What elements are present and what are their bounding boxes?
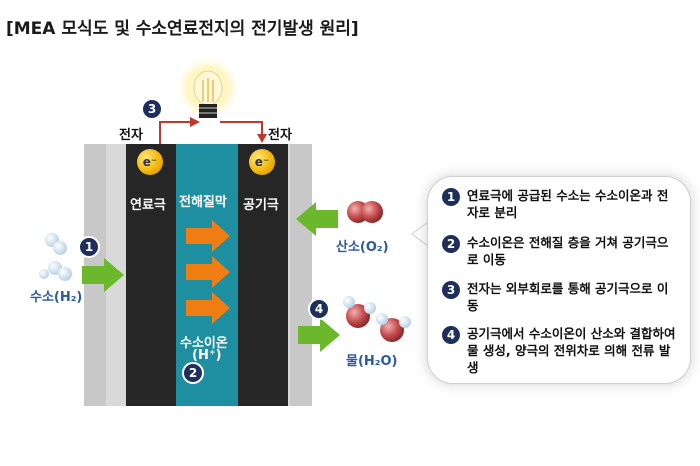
badge-2: 2 [182, 362, 204, 384]
circuit-wire [159, 121, 196, 144]
badge-4: 4 [308, 298, 330, 320]
circuit-arrow-right [257, 134, 267, 143]
step-text: 전자는 외부회로를 통해 공기극으로 이동 [467, 281, 669, 313]
electron-ball-anode: e⁻ [137, 149, 163, 175]
electron-label-right: 전자 [268, 128, 292, 143]
callout-pointer [411, 221, 429, 247]
circuit-wire-right [220, 121, 263, 138]
step-2: 2 수소이온은 전해질 층을 거쳐 공기극으로 이동 [442, 234, 677, 268]
electron-label-left: 전자 [119, 128, 143, 143]
hydrogen-arrow [82, 258, 124, 292]
cathode-electrode [238, 144, 288, 406]
proton-arrows [186, 220, 230, 324]
circuit-arrow-left [190, 117, 200, 127]
proton-formula: (H⁺) [192, 348, 222, 363]
anode-electrode [126, 144, 176, 406]
membrane-label: 전해질막 [179, 195, 227, 210]
explanation-panel: 1 연료극에 공급된 수소는 수소이온과 전자로 분리 2 수소이온은 전해질 … [427, 176, 691, 384]
proton-label: 수소이온 [180, 336, 228, 351]
step-number: 3 [442, 281, 460, 299]
badge-1: 1 [78, 236, 100, 258]
step-text: 공기극에서 수소이온이 산소와 결합하여 물 생성, 양극의 전위차로 의해 전… [467, 326, 676, 375]
water-arrow [298, 318, 340, 352]
step-1: 1 연료극에 공급된 수소는 수소이온과 전자로 분리 [442, 187, 677, 221]
oxygen-label: 산소(O₂) [336, 240, 389, 255]
step-4: 4 공기극에서 수소이온이 산소와 결합하여 물 생성, 양극의 전위차로 의해… [442, 325, 677, 376]
anode-label: 연료극 [130, 198, 166, 213]
electron-ball-cathode: e⁻ [249, 149, 275, 175]
hydrogen-label: 수소(H₂) [30, 290, 83, 305]
step-text: 연료극에 공급된 수소는 수소이온과 전자로 분리 [467, 188, 669, 220]
water-molecule [346, 304, 370, 328]
right-outer-plate [290, 144, 312, 406]
diagram-title: [MEA 모식도 및 수소연료전지의 전기발생 원리] [6, 19, 359, 39]
step-3: 3 전자는 외부회로를 통해 공기극으로 이동 [442, 280, 677, 314]
step-number: 1 [442, 188, 460, 206]
cathode-label: 공기극 [243, 198, 279, 213]
step-number: 4 [442, 326, 460, 344]
step-text: 수소이온은 전해질 층을 거쳐 공기극으로 이동 [467, 235, 669, 267]
oxygen-arrow [296, 202, 338, 236]
water-label: 물(H₂O) [346, 354, 398, 369]
step-number: 2 [442, 235, 460, 253]
bulb-base [199, 104, 217, 118]
badge-3: 3 [141, 98, 163, 120]
